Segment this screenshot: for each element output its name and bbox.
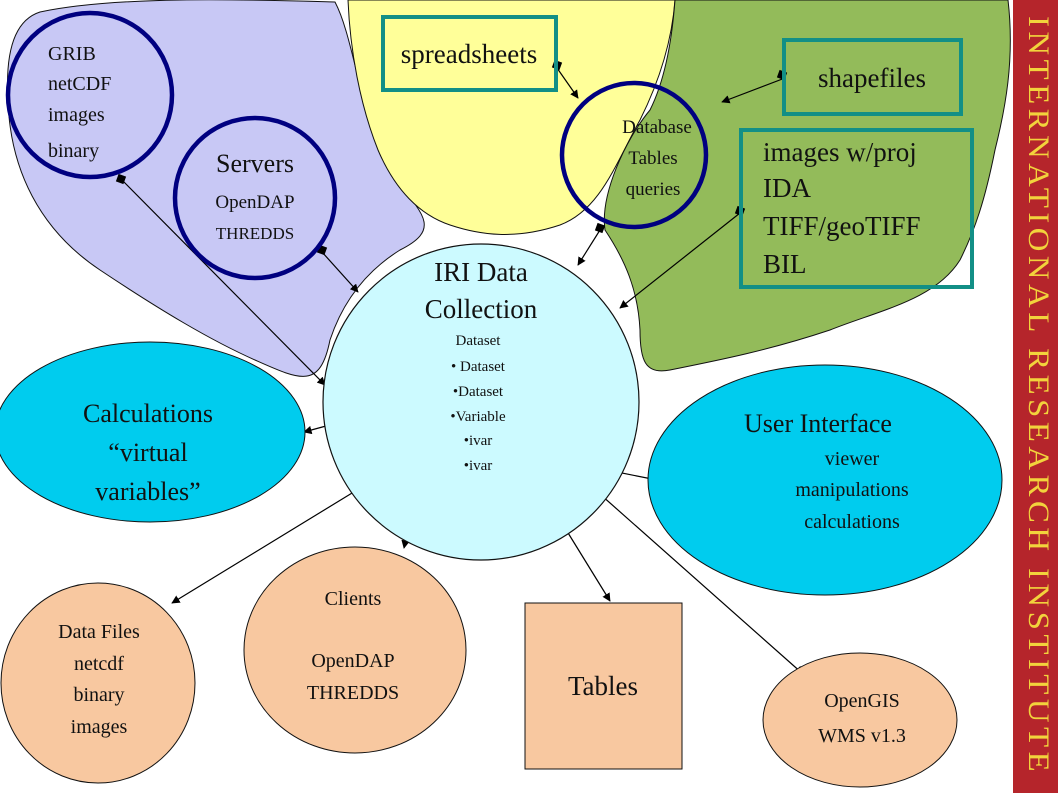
connector-images-center xyxy=(619,212,741,309)
tables-box: Tables xyxy=(524,602,683,770)
center-title-line-1: IRI Data xyxy=(434,257,528,287)
center-item-3: •Dataset xyxy=(453,384,504,400)
clients-circle: Clients OpenDAP THREDDS xyxy=(243,546,467,754)
center-title-line-2: Collection xyxy=(425,294,538,324)
formats-line-4: binary xyxy=(48,140,99,162)
clients-line-4: THREDDS xyxy=(307,682,399,704)
images-line-3: TIFF/geoTIFF xyxy=(763,211,921,241)
database-line-2: Tables xyxy=(628,148,677,169)
center-item-5: •ivar xyxy=(464,433,493,449)
ui-line-3: calculations xyxy=(804,511,900,533)
connector-center-datafiles xyxy=(171,489,358,604)
connector-center-opengis xyxy=(591,486,804,675)
center-item-4: •Variable xyxy=(450,409,506,425)
database-circle: Database Tables queries xyxy=(559,80,709,230)
shapefiles-label: shapefiles xyxy=(818,63,926,93)
images-box: images w/proj IDA TIFF/geoTIFF BIL xyxy=(739,128,974,289)
user-interface-ellipse: User Interface viewer manipulations calc… xyxy=(647,364,1003,596)
opengis-line-1: OpenGIS xyxy=(824,690,900,712)
spreadsheets-box: spreadsheets xyxy=(381,15,558,92)
clients-line-1: Clients xyxy=(325,588,382,610)
connector-shapefiles-database xyxy=(721,77,786,104)
servers-line-1: OpenDAP xyxy=(215,192,294,213)
calculations-ellipse: Calculations “virtual variables” xyxy=(0,341,306,523)
connector-servers-center xyxy=(321,251,359,293)
calculations-line-2: “virtual xyxy=(108,438,187,467)
images-line-1: images w/proj xyxy=(763,137,917,167)
formats-line-2: netCDF xyxy=(48,73,111,95)
ui-line-2: manipulations xyxy=(795,479,909,501)
images-line-4: BIL xyxy=(763,249,807,279)
servers-region-blob xyxy=(7,0,425,377)
institute-banner xyxy=(1013,0,1058,793)
clients-line-3: OpenDAP xyxy=(311,650,394,672)
tables-label: Tables xyxy=(568,671,638,701)
formats-circle: GRIB netCDF images binary xyxy=(5,10,175,180)
servers-circle: Servers OpenDAP THREDDS xyxy=(172,115,338,281)
servers-title: Servers xyxy=(216,149,294,178)
center-item-2: • Dataset xyxy=(451,359,506,375)
images-line-2: IDA xyxy=(763,173,811,203)
formats-line-1: GRIB xyxy=(48,43,96,65)
connector-formats-center xyxy=(121,179,326,386)
data-files-line-1: Data Files xyxy=(58,621,140,643)
data-files-line-3: binary xyxy=(73,684,124,706)
center-item-1: Dataset xyxy=(456,333,502,349)
shapefiles-box: shapefiles xyxy=(782,38,963,116)
spreadsheets-label: spreadsheets xyxy=(401,39,537,69)
institute-banner-text: INTERNATIONAL RESEARCH INSTITUTE xyxy=(1022,16,1055,776)
data-files-line-2: netcdf xyxy=(74,653,124,675)
center-item-6: •ivar xyxy=(464,458,493,474)
database-line-1: Database xyxy=(622,117,692,138)
ui-title: User Interface xyxy=(744,409,892,438)
opengis-circle: OpenGIS WMS v1.3 xyxy=(762,652,958,788)
gis-region-blob xyxy=(603,0,1011,372)
ui-line-1: viewer xyxy=(825,448,880,470)
connector-spreadsheets-database xyxy=(556,67,579,99)
servers-line-2: THREDDS xyxy=(216,224,294,243)
formats-line-3: images xyxy=(48,104,105,126)
connector-database-center xyxy=(577,229,601,266)
opengis-line-2: WMS v1.3 xyxy=(818,725,906,747)
calculations-line-3: variables” xyxy=(95,477,200,506)
data-files-circle: Data Files netcdf binary images xyxy=(0,582,196,784)
database-line-3: queries xyxy=(626,179,681,200)
calculations-line-1: Calculations xyxy=(83,399,213,428)
iri-data-collection-circle: IRI Data Collection Dataset • Dataset •D… xyxy=(322,243,640,561)
data-files-line-4: images xyxy=(71,716,128,738)
database-region-blob xyxy=(347,0,676,235)
